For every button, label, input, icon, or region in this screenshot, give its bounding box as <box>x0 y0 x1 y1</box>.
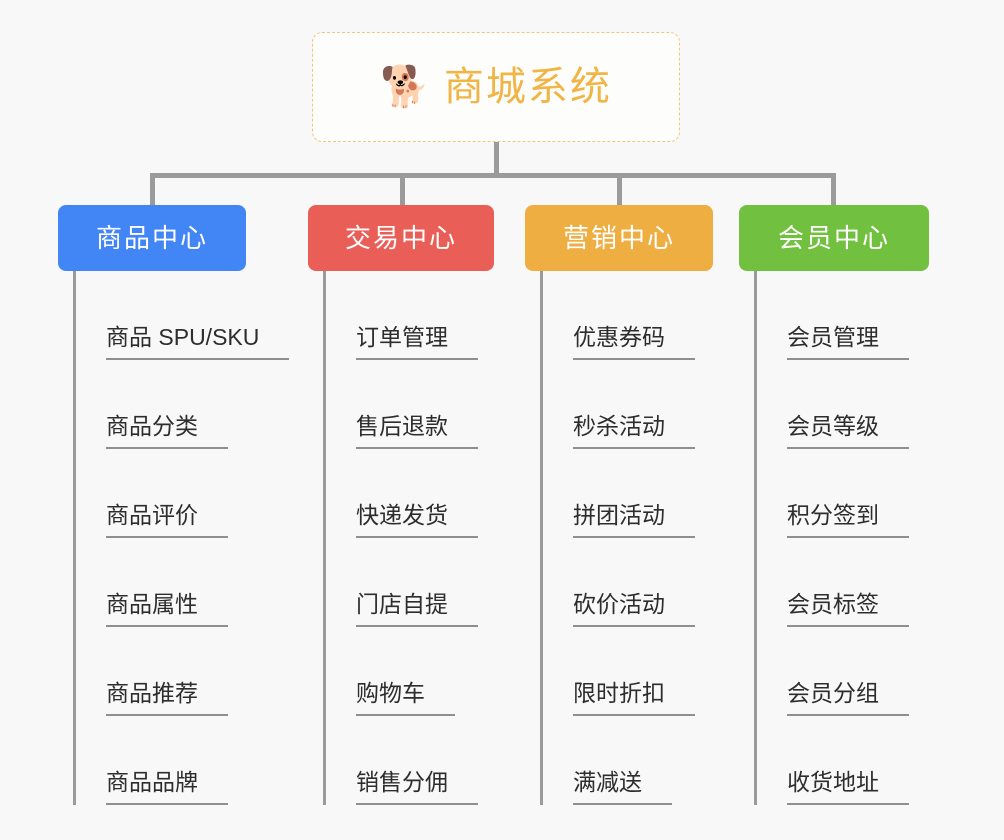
leaf-label: 销售分佣 <box>356 771 478 805</box>
list-item[interactable]: 优惠券码 <box>543 271 713 360</box>
connector-root-stem <box>494 142 499 175</box>
list-item[interactable]: 快递发货 <box>326 449 494 538</box>
shiba-dog-face-icon: 🐕 <box>380 65 430 109</box>
leaf-list-member-center: 会员管理 会员等级 积分签到 会员标签 会员分组 收货地址 <box>754 271 929 805</box>
leaf-label: 会员标签 <box>787 593 909 627</box>
leaf-label: 收货地址 <box>787 771 909 805</box>
root-node-title: 商城系统 <box>443 65 612 109</box>
connector-horizontal-bus <box>150 173 836 178</box>
list-item[interactable]: 收货地址 <box>757 716 929 805</box>
leaf-label: 购物车 <box>356 682 455 716</box>
leaf-list-trade-center: 订单管理 售后退款 快递发货 门店自提 购物车 销售分佣 <box>323 271 494 805</box>
list-item[interactable]: 会员分组 <box>757 627 929 716</box>
leaf-label: 商品 SPU/SKU <box>106 326 290 360</box>
leaf-label: 限时折扣 <box>573 682 695 716</box>
list-item[interactable]: 商品属性 <box>76 538 246 627</box>
leaf-label: 商品分类 <box>106 415 228 449</box>
category-header-member-center[interactable]: 会员中心 <box>739 205 929 271</box>
connector-drop-member-center <box>831 173 836 205</box>
branch-member-center: 会员中心 会员管理 会员等级 积分签到 会员标签 会员分组 收货地址 <box>739 205 929 805</box>
leaf-label: 商品推荐 <box>106 682 228 716</box>
list-item[interactable]: 拼团活动 <box>543 449 713 538</box>
leaf-label: 拼团活动 <box>573 504 695 538</box>
category-header-marketing-center[interactable]: 营销中心 <box>525 205 713 271</box>
leaf-list-product-center: 商品 SPU/SKU 商品分类 商品评价 商品属性 商品推荐 商品品牌 <box>73 271 290 805</box>
list-item[interactable]: 限时折扣 <box>543 627 713 716</box>
leaf-label: 订单管理 <box>356 326 478 360</box>
connector-drop-product-center <box>150 173 155 205</box>
list-item[interactable]: 积分签到 <box>757 449 929 538</box>
list-item[interactable]: 会员等级 <box>757 360 929 449</box>
list-item[interactable]: 商品品牌 <box>76 716 246 805</box>
list-item[interactable]: 订单管理 <box>326 271 494 360</box>
connector-drop-trade-center <box>400 173 405 205</box>
leaf-label: 快递发货 <box>356 504 478 538</box>
list-item[interactable]: 砍价活动 <box>543 538 713 627</box>
list-item[interactable]: 商品 SPU/SKU <box>76 271 290 360</box>
leaf-label: 会员等级 <box>787 415 909 449</box>
list-item[interactable]: 满减送 <box>543 716 713 805</box>
leaf-label: 砍价活动 <box>573 593 695 627</box>
leaf-list-marketing-center: 优惠券码 秒杀活动 拼团活动 砍价活动 限时折扣 满减送 <box>540 271 713 805</box>
branch-product-center: 商品中心 商品 SPU/SKU 商品分类 商品评价 商品属性 商品推荐 商品品牌 <box>58 205 290 805</box>
leaf-label: 商品属性 <box>106 593 228 627</box>
category-header-trade-center[interactable]: 交易中心 <box>308 205 494 271</box>
list-item[interactable]: 商品分类 <box>76 360 246 449</box>
leaf-label: 会员管理 <box>787 326 909 360</box>
root-node-mall-system[interactable]: 🐕 商城系统 <box>312 32 680 142</box>
list-item[interactable]: 销售分佣 <box>326 716 494 805</box>
branch-marketing-center: 营销中心 优惠券码 秒杀活动 拼团活动 砍价活动 限时折扣 满减送 <box>525 205 713 805</box>
list-item[interactable]: 商品推荐 <box>76 627 246 716</box>
connector-drop-marketing-center <box>617 173 622 205</box>
category-header-product-center[interactable]: 商品中心 <box>58 205 246 271</box>
list-item[interactable]: 秒杀活动 <box>543 360 713 449</box>
leaf-label: 售后退款 <box>356 415 478 449</box>
leaf-label: 积分签到 <box>787 504 909 538</box>
list-item[interactable]: 商品评价 <box>76 449 246 538</box>
list-item[interactable]: 门店自提 <box>326 538 494 627</box>
leaf-label: 优惠券码 <box>573 326 695 360</box>
leaf-label: 会员分组 <box>787 682 909 716</box>
leaf-label: 门店自提 <box>356 593 478 627</box>
branch-trade-center: 交易中心 订单管理 售后退款 快递发货 门店自提 购物车 销售分佣 <box>308 205 494 805</box>
list-item[interactable]: 售后退款 <box>326 360 494 449</box>
leaf-label: 商品评价 <box>106 504 228 538</box>
leaf-label: 秒杀活动 <box>573 415 695 449</box>
list-item[interactable]: 会员标签 <box>757 538 929 627</box>
leaf-label: 商品品牌 <box>106 771 228 805</box>
leaf-label: 满减送 <box>573 771 672 805</box>
list-item[interactable]: 购物车 <box>326 627 494 716</box>
list-item[interactable]: 会员管理 <box>757 271 929 360</box>
